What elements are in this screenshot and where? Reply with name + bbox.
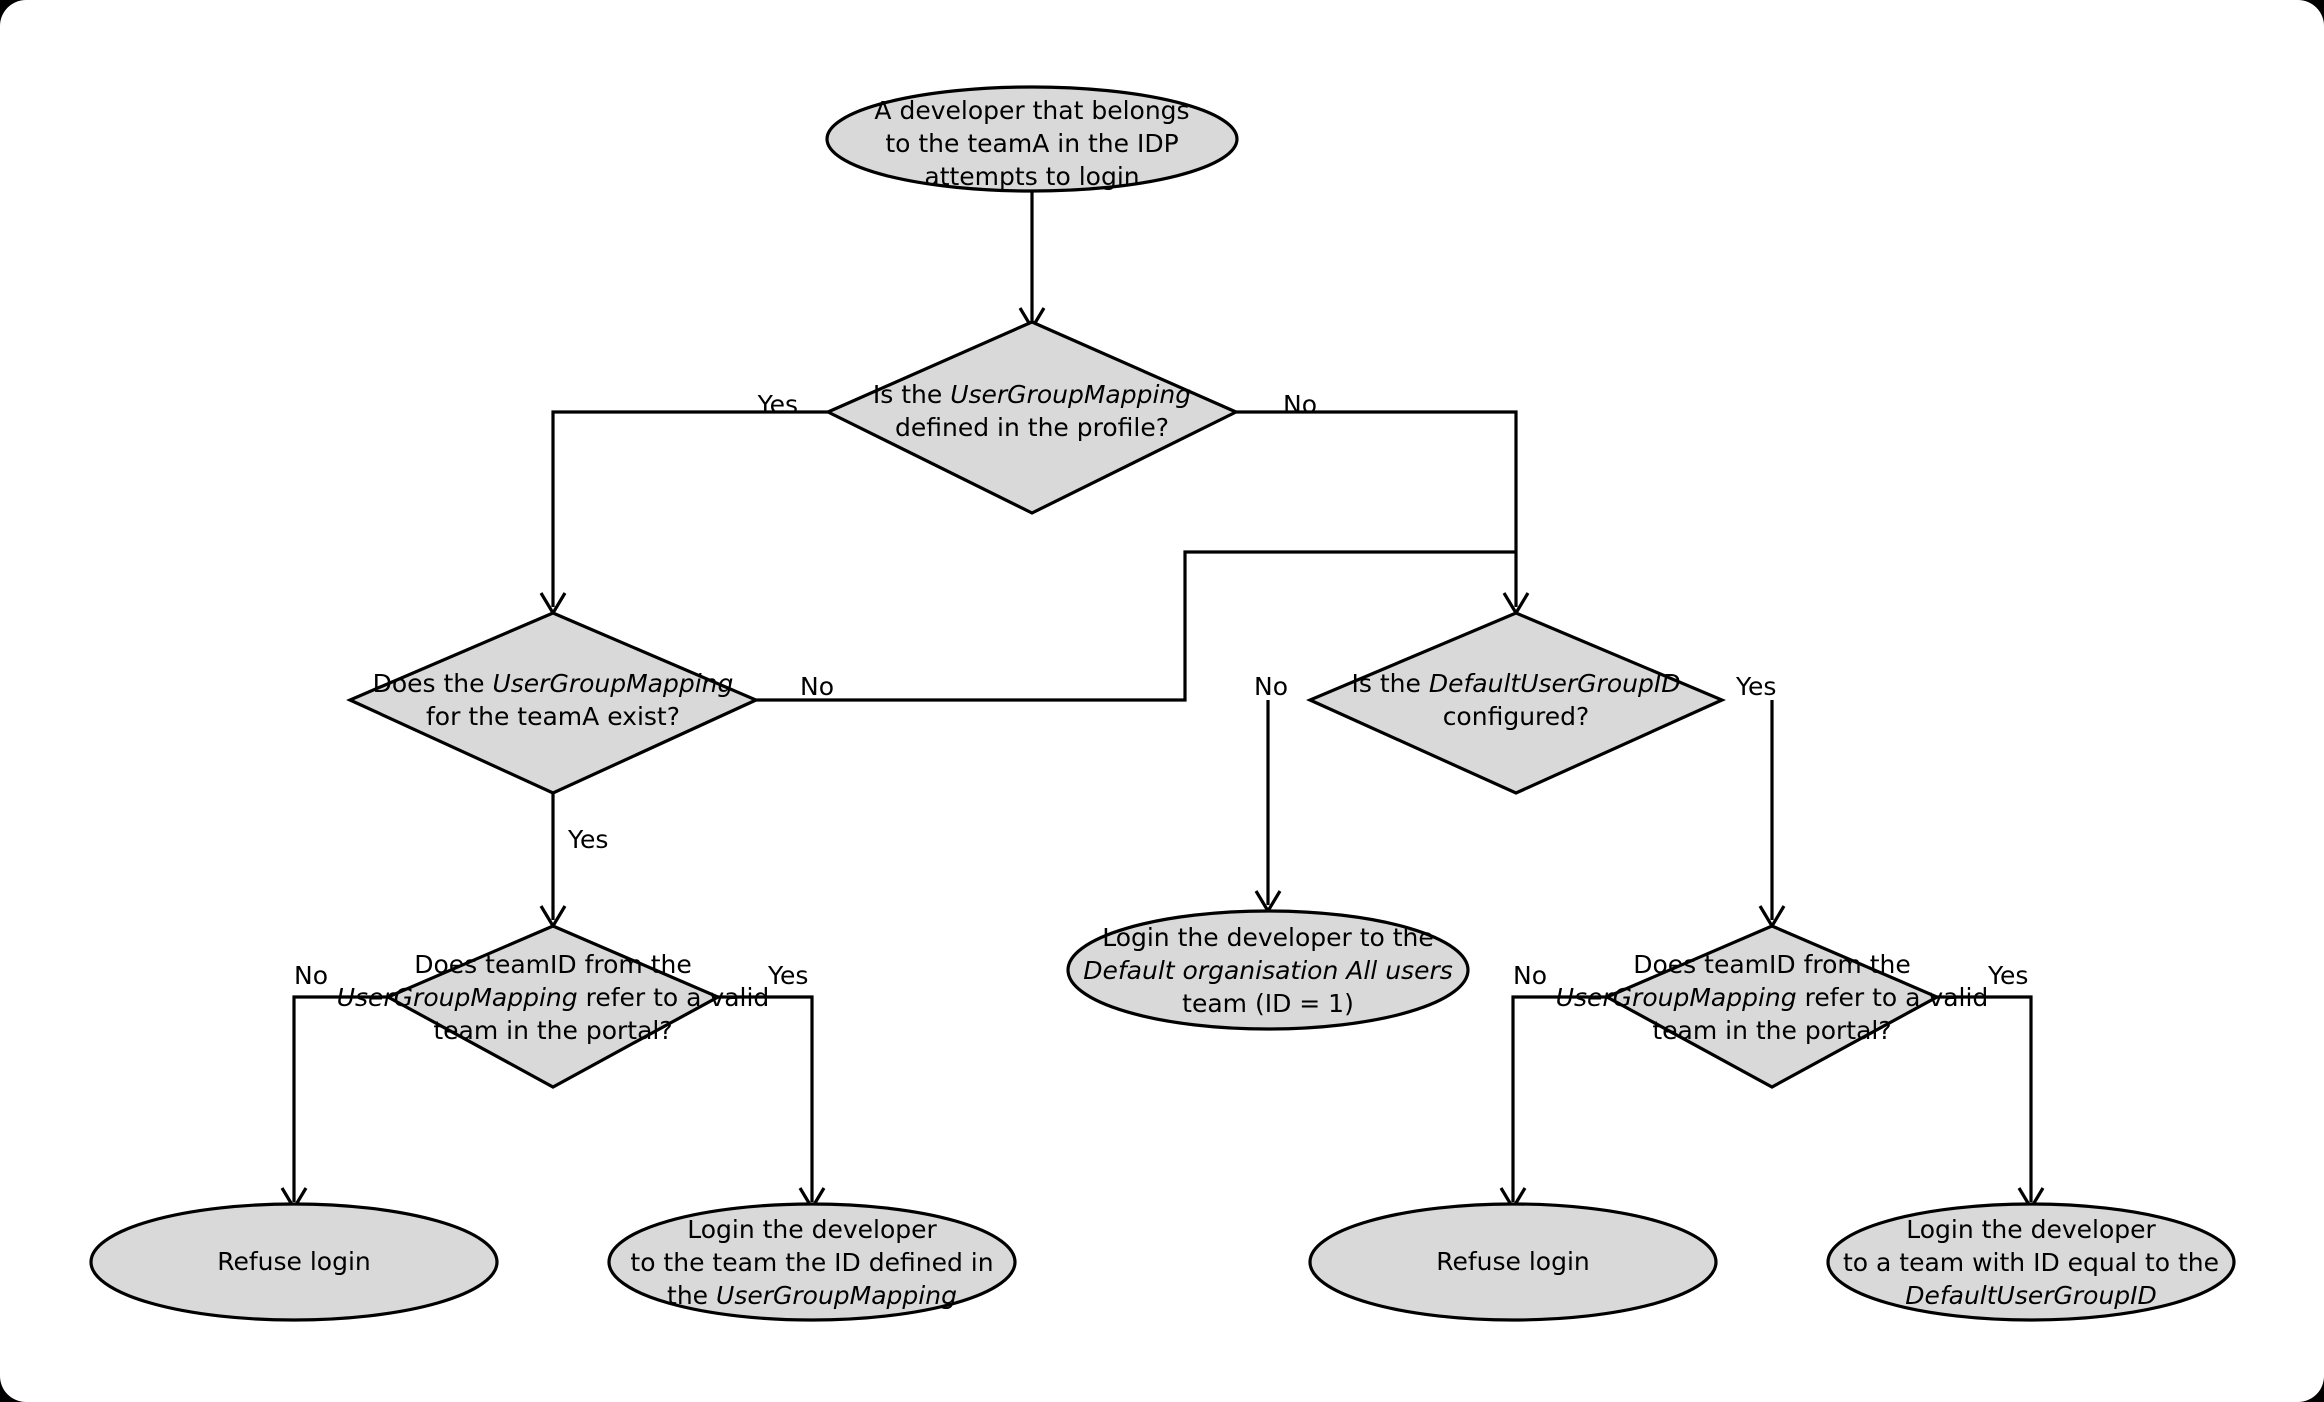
node-refuse-right-line-1: Refuse login [1436, 1247, 1590, 1276]
node-decision-usergroupmapping-defined[interactable]: Is the UserGroupMapping defined in the p… [824, 320, 1240, 515]
node-d5-line-3: team in the portal? [1652, 1016, 1891, 1045]
node-login-default-organisation[interactable]: Login the developer to the Default organ… [1066, 909, 1470, 1031]
node-decision-defaultusergroupid-configured[interactable]: Is the DefaultUserGroupID configured? [1306, 611, 1726, 795]
node-default-line-2: Default organisation All users [1083, 956, 1453, 985]
node-start-line-3: attempts to login [924, 162, 1139, 191]
node-login-team-from-usergroupmapping[interactable]: Login the developer to the team the ID d… [607, 1202, 1017, 1322]
node-decision-teamid-valid-left[interactable]: Does teamID from the UserGroupMapping re… [337, 924, 770, 1089]
edge-label-d5-yes: Yes [1987, 961, 2028, 990]
edge-d4-no-to-refuse [292, 995, 388, 1202]
node-refuse-left-line-1: Refuse login [217, 1247, 371, 1276]
node-d2-line-2: for the teamA exist? [426, 702, 680, 731]
node-login-team-default-usergroupid[interactable]: Login the developer to a team with ID eq… [1826, 1202, 2236, 1322]
node-login-ugm-line-2: to the team the ID defined in [630, 1248, 993, 1277]
node-login-ugm-line-1: Login the developer [687, 1215, 937, 1244]
node-d1-line-2: defined in the profile? [895, 413, 1169, 442]
node-refuse-login-left[interactable]: Refuse login [89, 1202, 499, 1322]
node-d4-line-2: UserGroupMapping refer to a valid [337, 983, 770, 1012]
edge-label-d3-yes: Yes [1735, 672, 1776, 701]
edge-d5-no-to-refuse [1511, 995, 1607, 1202]
node-default-line-1: Login the developer to the [1102, 923, 1434, 952]
node-d4-line-1: Does teamID from the [414, 950, 691, 979]
node-d5-line-1: Does teamID from the [1633, 950, 1910, 979]
edge-label-d1-no: No [1283, 390, 1317, 419]
edge-label-d2-no: No [800, 672, 834, 701]
node-d5-line-2: UserGroupMapping refer to a valid [1556, 983, 1989, 1012]
edge-d4-yes-to-login-ugm [718, 995, 814, 1202]
edge-label-d4-no: No [294, 961, 328, 990]
node-start-line-2: to the teamA in the IDP [885, 129, 1178, 158]
edge-label-d1-yes: Yes [757, 390, 798, 419]
node-d1-line-1: Is the UserGroupMapping [873, 380, 1191, 409]
edge-labels: Yes No No Yes No Yes No Yes No Yes [294, 390, 2028, 990]
node-d3-line-1: Is the DefaultUserGroupID [1352, 669, 1681, 698]
node-login-default-line-1: Login the developer [1906, 1215, 2156, 1244]
edge-d1-no-to-d3 [1236, 410, 1518, 607]
edge-d2-no-to-d3 [756, 550, 1516, 702]
node-decision-mapping-for-teama-exists[interactable]: Does the UserGroupMapping for the teamA … [346, 611, 760, 795]
node-decision-teamid-valid-right[interactable]: Does teamID from the UserGroupMapping re… [1556, 924, 1989, 1089]
node-default-line-3: team (ID = 1) [1182, 989, 1354, 1018]
node-login-default-line-3: DefaultUserGroupID [1905, 1281, 2157, 1310]
edge-label-d2-yes: Yes [567, 825, 608, 854]
edge-d5-yes-to-login-default [1937, 995, 2033, 1202]
edges [280, 191, 2045, 1212]
node-login-default-line-2: to a team with ID equal to the [1843, 1248, 2219, 1277]
edge-label-d3-no: No [1254, 672, 1288, 701]
node-start[interactable]: A developer that belongs to the teamA in… [825, 85, 1239, 193]
node-login-ugm-line-3: the UserGroupMapping [667, 1281, 957, 1310]
node-d4-line-3: team in the portal? [433, 1016, 672, 1045]
node-refuse-login-right[interactable]: Refuse login [1308, 1202, 1718, 1322]
edge-label-d4-yes: Yes [767, 961, 808, 990]
edge-d1-yes-to-d2 [551, 410, 828, 607]
node-start-line-1: A developer that belongs [874, 96, 1189, 125]
edge-label-d5-no: No [1513, 961, 1547, 990]
node-d3-line-2: configured? [1443, 702, 1590, 731]
node-d2-line-1: Does the UserGroupMapping [373, 669, 734, 698]
